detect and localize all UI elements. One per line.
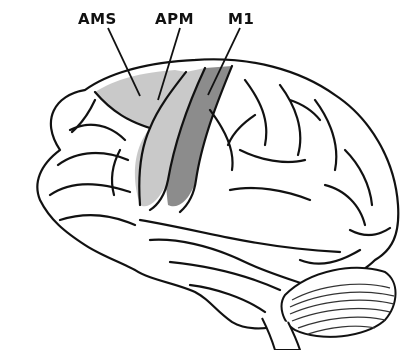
ams-label: AMS bbox=[78, 10, 117, 28]
cerebellum bbox=[282, 268, 396, 337]
apm-label: APM bbox=[155, 10, 194, 28]
m1-label: M1 bbox=[228, 10, 254, 28]
